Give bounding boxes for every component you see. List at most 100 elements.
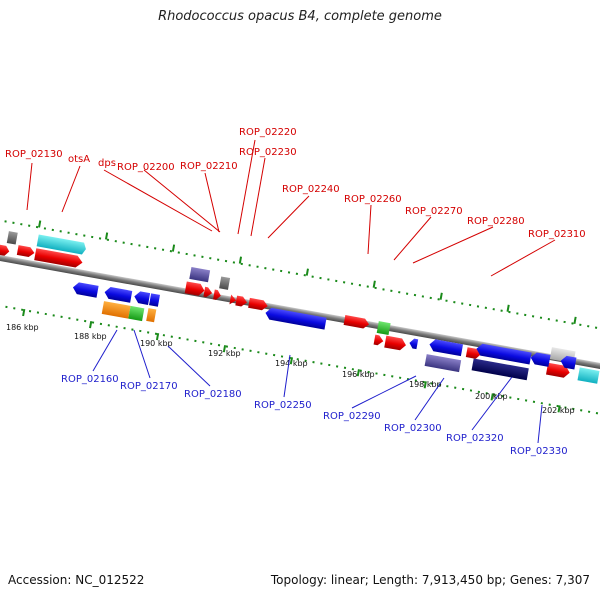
minor-tick — [556, 404, 559, 408]
major-tick — [238, 256, 243, 264]
minor-tick — [91, 321, 95, 324]
minor-tick — [430, 382, 433, 385]
gene-label-rop-02260[interactable]: ROP_02260 — [344, 194, 402, 205]
minor-tick — [232, 261, 236, 264]
minor-tick — [564, 406, 567, 409]
minor-tick — [193, 254, 196, 257]
minor-tick — [500, 309, 503, 312]
minor-tick — [587, 325, 590, 328]
gene-label-rop-02270[interactable]: ROP_02270 — [405, 206, 463, 217]
forward-genes — [0, 231, 576, 378]
minor-tick — [296, 358, 299, 361]
gene-label-rop-02200[interactable]: ROP_02200 — [117, 162, 175, 173]
gene-orange-2 — [146, 308, 157, 323]
gene-label-rop-02320[interactable]: ROP_02320 — [446, 433, 504, 444]
gene-cyan-1 — [36, 234, 86, 255]
minor-tick — [563, 320, 566, 324]
minor-tick — [492, 308, 495, 311]
minor-tick — [501, 395, 504, 398]
minor-tick — [257, 351, 260, 354]
minor-tick — [35, 225, 39, 229]
minor-tick — [123, 327, 126, 330]
gene-blue-3 — [134, 291, 151, 305]
minor-tick — [453, 300, 456, 304]
minor-tick — [414, 379, 418, 382]
minor-tick — [272, 353, 276, 357]
gene-label-rop-02220[interactable]: ROP_02230 — [239, 147, 297, 158]
minor-tick — [548, 403, 551, 406]
gene-label-rop-02130[interactable]: ROP_02130 — [5, 149, 63, 160]
gene-label-rop-02280[interactable]: ROP_02280 — [467, 216, 525, 227]
scale-label: 196 kbp — [342, 370, 375, 379]
minor-tick — [422, 380, 425, 384]
minor-tick — [5, 305, 8, 309]
minor-tick — [508, 310, 511, 314]
gene-label-rop-02230[interactable]: ROP_02220 — [239, 127, 297, 138]
minor-tick — [202, 341, 205, 344]
minor-tick — [509, 396, 512, 399]
minor-tick — [366, 285, 369, 288]
gene-label-rop-02310[interactable]: ROP_02310 — [528, 229, 586, 240]
gene-label-rop-02290[interactable]: ROP_02290 — [323, 411, 381, 422]
gene-red-13 — [545, 362, 570, 378]
major-tick — [506, 304, 510, 312]
minor-tick — [115, 325, 118, 328]
major-tick — [38, 220, 42, 228]
gene-red-8 — [248, 297, 268, 311]
gene-red-4 — [203, 286, 213, 298]
minor-tick — [256, 265, 259, 268]
minor-tick — [178, 336, 181, 340]
minor-tick — [391, 375, 394, 378]
minor-tick — [265, 352, 268, 355]
gene-red-2 — [34, 248, 83, 268]
gene-label-rop-02330[interactable]: ROP_02330 — [510, 446, 568, 457]
major-tick — [439, 292, 443, 300]
major-tick — [557, 405, 561, 413]
minor-tick — [43, 227, 47, 230]
minor-tick — [531, 315, 535, 318]
minor-tick — [28, 224, 31, 227]
minor-tick — [99, 322, 103, 326]
gene-label-rop-02170[interactable]: ROP_02170 — [120, 381, 178, 392]
scale-label: 190 kbp — [140, 339, 173, 348]
minor-tick — [170, 335, 173, 338]
gene-label-rop-02250[interactable]: ROP_02250 — [254, 400, 312, 411]
major-tick — [171, 244, 176, 252]
gene-label-rop-02160[interactable]: ROP_02160 — [61, 374, 119, 385]
minor-tick — [185, 252, 188, 256]
minor-tick — [351, 368, 355, 371]
minor-tick — [209, 257, 212, 260]
gene-label-dps[interactable]: dps — [98, 158, 116, 169]
minor-tick — [52, 314, 55, 317]
major-tick — [573, 316, 577, 324]
minor-tick — [311, 275, 314, 278]
minor-tick — [295, 272, 299, 275]
gene-navy-1 — [471, 358, 529, 381]
gene-red-10 — [373, 334, 384, 346]
minor-tick — [328, 363, 331, 367]
gene-label-rop-02300[interactable]: ROP_02300 — [384, 423, 442, 434]
gene-label-rop-02240[interactable]: ROP_02240 — [282, 184, 340, 195]
minor-tick — [454, 386, 457, 389]
minor-tick — [60, 315, 63, 318]
minor-tick — [67, 231, 70, 234]
minor-tick — [461, 387, 465, 391]
gene-label-otsa[interactable]: otsA — [68, 154, 90, 165]
minor-tick — [241, 348, 244, 351]
gene-label-rop-02210[interactable]: ROP_02210 — [180, 161, 238, 172]
gene-blue-6 — [409, 338, 419, 350]
major-tick — [289, 357, 294, 365]
minor-tick — [162, 334, 166, 337]
minor-tick — [383, 373, 386, 377]
minor-tick — [44, 312, 47, 316]
minor-tick — [382, 288, 385, 291]
genome-summary-text: Topology: linear; Length: 7,913,450 bp; … — [270, 573, 590, 587]
minor-tick — [524, 313, 527, 317]
minor-tick — [138, 244, 141, 247]
minor-tick — [335, 365, 339, 368]
map-title: Rhodococcus opacus B4, complete genome — [158, 9, 442, 24]
minor-tick — [421, 295, 425, 298]
minor-tick — [216, 258, 220, 261]
minor-tick — [445, 299, 448, 302]
gene-label-rop-02180[interactable]: ROP_02180 — [184, 389, 242, 400]
